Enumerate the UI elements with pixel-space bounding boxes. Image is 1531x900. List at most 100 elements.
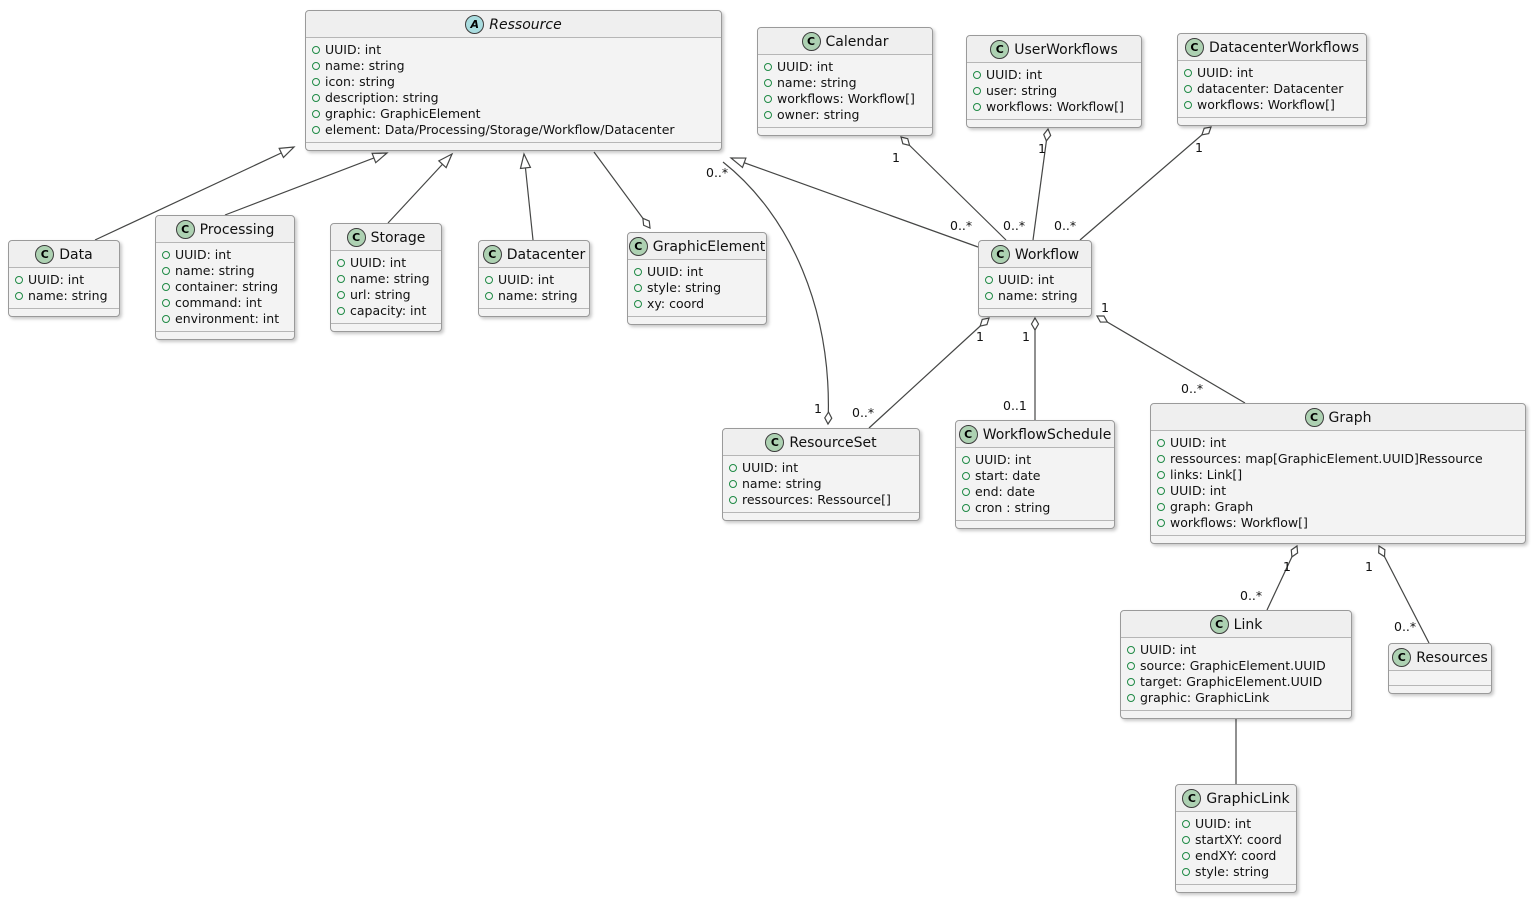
class-icon: C (1392, 648, 1412, 667)
attribute-row: graphic: GraphicLink (1127, 690, 1345, 706)
attribute-text: name: string (350, 271, 430, 286)
multiplicity-label: 1 (1022, 329, 1030, 344)
class-name: Resources (1416, 649, 1488, 666)
class-icon: C (628, 237, 648, 256)
methods-compartment (723, 512, 919, 520)
attribute-text: command: int (175, 295, 262, 310)
field-visibility-icon (729, 480, 737, 488)
field-visibility-icon (1157, 487, 1165, 495)
attribute-row: workflows: Workflow[] (1157, 515, 1519, 531)
multiplicity-label: 0..* (950, 218, 972, 233)
attribute-row: source: GraphicElement.UUID (1127, 658, 1345, 674)
field-visibility-icon (15, 276, 23, 284)
attribute-row: style: string (634, 280, 760, 296)
multiplicity-label: 0..* (1394, 619, 1416, 634)
field-visibility-icon (1157, 503, 1165, 511)
multiplicity-label: 1 (814, 401, 822, 416)
class-name: Link (1233, 616, 1263, 633)
class-name: Data (59, 246, 93, 263)
relationship-data-ressource (94, 146, 296, 241)
field-visibility-icon (15, 292, 23, 300)
attribute-text: name: string (777, 75, 857, 90)
multiplicity-label: 1 (1365, 559, 1373, 574)
class-icon: C (1182, 789, 1202, 808)
attribute-text: UUID: int (350, 255, 407, 270)
class-icon: C (1184, 38, 1204, 57)
class-name: Processing (199, 221, 275, 238)
attribute-row: container: string (162, 279, 288, 295)
class-name: UserWorkflows (1014, 41, 1118, 58)
methods-compartment (1178, 117, 1366, 125)
field-visibility-icon (485, 276, 493, 284)
methods-compartment (331, 323, 441, 331)
multiplicity-label: 0..* (1003, 218, 1025, 233)
attribute-row: user: string (973, 83, 1135, 99)
attribute-text: UUID: int (498, 272, 555, 287)
attribute-row: workflows: Workflow[] (1184, 97, 1360, 113)
class-icon: C (346, 228, 366, 247)
attribute-row: UUID: int (1127, 642, 1345, 658)
class-name: ResourceSet (789, 434, 877, 451)
attribute-text: graphic: GraphicLink (1140, 690, 1270, 705)
field-visibility-icon (764, 63, 772, 71)
attribute-row: url: string (337, 287, 435, 303)
multiplicity-label: 0..* (1054, 218, 1076, 233)
class-icon: C (801, 32, 821, 51)
attribute-text: user: string (986, 83, 1058, 98)
field-visibility-icon (634, 268, 642, 276)
class-name: Ressource (489, 16, 562, 33)
attribute-row: owner: string (764, 107, 926, 123)
attribute-row: name: string (15, 288, 113, 304)
attribute-text: start: date (975, 468, 1041, 483)
class-name: Datacenter (506, 246, 586, 263)
field-visibility-icon (1127, 646, 1135, 654)
attribute-row: workflows: Workflow[] (973, 99, 1135, 115)
field-visibility-icon (1182, 852, 1190, 860)
field-visibility-icon (485, 292, 493, 300)
attribute-text: endXY: coord (1195, 848, 1277, 863)
attribute-row: element: Data/Processing/Storage/Workflo… (312, 122, 715, 138)
field-visibility-icon (764, 95, 772, 103)
multiplicity-label: 1 (1101, 300, 1109, 315)
attribute-row: UUID: int (634, 264, 760, 280)
class-icon: C (1304, 408, 1324, 427)
attribute-text: environment: int (175, 311, 280, 326)
field-visibility-icon (162, 267, 170, 275)
field-visibility-icon (162, 299, 170, 307)
class-icon: C (482, 245, 502, 264)
attribute-text: icon: string (325, 74, 395, 89)
attribute-text: workflows: Workflow[] (986, 99, 1124, 114)
attributes-compartment (1389, 671, 1491, 685)
attribute-text: graph: Graph (1170, 499, 1254, 514)
attribute-text: datacenter: Datacenter (1197, 81, 1344, 96)
attribute-text: name: string (325, 58, 405, 73)
class-icon: C (175, 220, 195, 239)
attribute-row: startXY: coord (1182, 832, 1290, 848)
field-visibility-icon (962, 504, 970, 512)
attribute-text: target: GraphicElement.UUID (1140, 674, 1323, 689)
attribute-text: UUID: int (175, 247, 232, 262)
attribute-row: name: string (312, 58, 715, 74)
relationship-workflow-resourceset (868, 317, 990, 429)
attribute-text: UUID: int (1140, 642, 1197, 657)
attribute-row: name: string (729, 476, 913, 492)
attribute-row: UUID: int (337, 255, 435, 271)
attribute-row: UUID: int (729, 460, 913, 476)
attribute-text: workflows: Workflow[] (1197, 97, 1335, 112)
field-visibility-icon (973, 71, 981, 79)
methods-compartment (967, 119, 1141, 127)
